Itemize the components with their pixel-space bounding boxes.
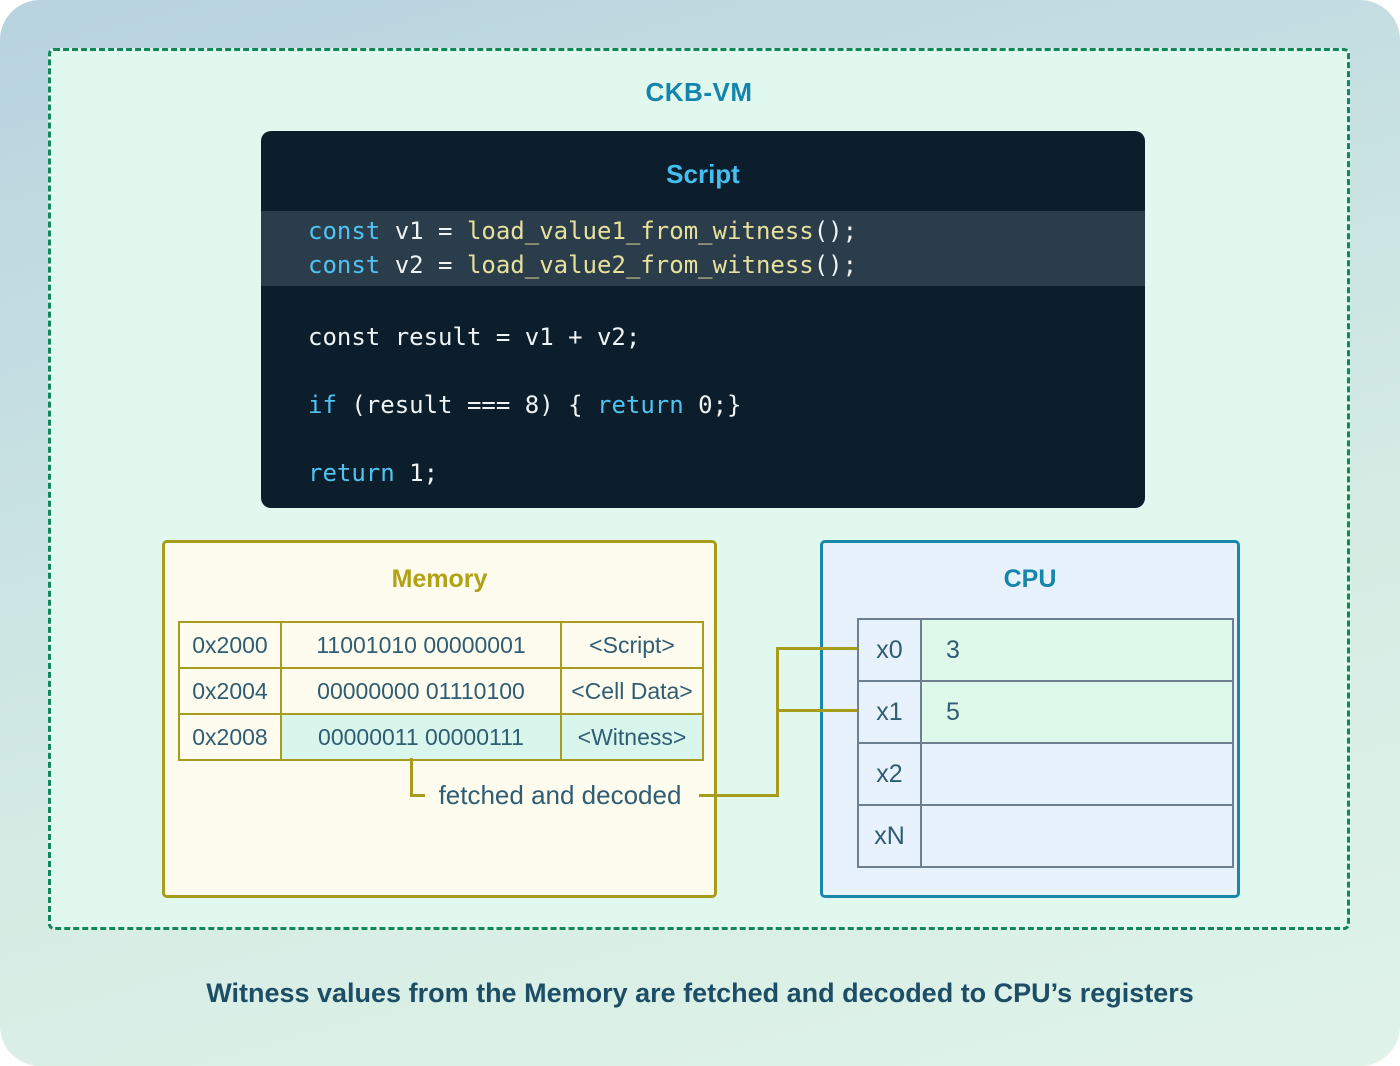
register-value: 5: [920, 680, 1234, 744]
memory-box: Memory 0x2000 11001010 00000001 <Script>…: [162, 540, 717, 898]
connector-stub-x0: [776, 647, 857, 650]
code-keyword: const: [308, 217, 381, 245]
register-value: 3: [920, 618, 1234, 682]
code-text: 1;: [394, 459, 439, 487]
memory-label: <Cell Data>: [560, 667, 704, 715]
code-line-2: const v2 = load_value2_from_witness();: [261, 248, 1145, 282]
code-highlight-band: const v1 = load_value1_from_witness(); c…: [261, 211, 1145, 286]
code-function: load_value2_from_witness: [466, 251, 814, 279]
connector-stub-x1: [776, 709, 857, 712]
code-text: 0;}: [683, 391, 742, 419]
code-text: v2 =: [380, 251, 467, 279]
code-line-blank: [261, 422, 1145, 456]
register-name: xN: [857, 804, 922, 868]
script-title: Script: [666, 159, 740, 189]
code-line-6: if (result === 8) { return 0;}: [261, 388, 1145, 422]
connector-label-left-stub: [410, 794, 425, 797]
script-code-block: Script const v1 = load_value1_from_witne…: [261, 131, 1145, 508]
register-row-x2: x2: [857, 742, 1234, 806]
code-text: ();: [813, 251, 858, 279]
register-name: x0: [857, 618, 922, 682]
script-code: const v1 = load_value1_from_witness(); c…: [261, 211, 1145, 490]
code-line-1: const v1 = load_value1_from_witness();: [261, 214, 1145, 248]
code-keyword: return: [597, 391, 684, 419]
code-keyword: const: [308, 251, 381, 279]
code-keyword: if: [308, 391, 337, 419]
memory-bits: 00000000 01110100: [280, 667, 562, 715]
cpu-box: CPU x0 3 x1 5 x2 xN: [820, 540, 1240, 898]
memory-address: 0x2004: [178, 667, 282, 715]
memory-address: 0x2000: [178, 621, 282, 669]
cpu-title: CPU: [1003, 565, 1057, 593]
code-function: load_value1_from_witness: [466, 217, 814, 245]
caption: Witness values from the Memory are fetch…: [206, 978, 1194, 1008]
register-name: x1: [857, 680, 922, 744]
memory-table: 0x2000 11001010 00000001 <Script> 0x2004…: [178, 621, 704, 761]
code-text: (result === 8) {: [336, 391, 597, 419]
fetched-decoded-label: fetched and decoded: [438, 780, 682, 810]
connector-witness-drop-line: [410, 758, 413, 797]
memory-label: <Script>: [560, 621, 704, 669]
register-row-xN: xN: [857, 804, 1234, 868]
memory-title: Memory: [391, 565, 488, 593]
memory-bits-witness: 00000011 00000111: [280, 713, 562, 761]
code-line-blank: [261, 286, 1145, 320]
cpu-register-table: x0 3 x1 5 x2 xN: [857, 618, 1234, 868]
register-value: [920, 742, 1234, 806]
register-row-x0: x0 3: [857, 618, 1234, 682]
connector-vertical-riser: [776, 647, 779, 797]
memory-row-0x2004: 0x2004 00000000 01110100 <Cell Data>: [178, 667, 704, 715]
code-line-8: return 1;: [261, 456, 1145, 490]
register-value: [920, 804, 1234, 868]
memory-row-0x2008: 0x2008 00000011 00000111 <Witness>: [178, 713, 704, 761]
connector-label-right-line: [699, 794, 779, 797]
memory-row-0x2000: 0x2000 11001010 00000001 <Script>: [178, 621, 704, 669]
memory-address: 0x2008: [178, 713, 282, 761]
memory-bits: 11001010 00000001: [280, 621, 562, 669]
code-line-blank: [261, 354, 1145, 388]
code-text: const result = v1 + v2;: [308, 323, 641, 351]
memory-label-witness: <Witness>: [560, 713, 704, 761]
code-text: v1 =: [380, 217, 467, 245]
register-row-x1: x1 5: [857, 680, 1234, 744]
ckb-vm-label: CKB-VM: [645, 77, 753, 107]
code-keyword: return: [308, 459, 395, 487]
register-name: x2: [857, 742, 922, 806]
code-text: ();: [813, 217, 858, 245]
code-line-4: const result = v1 + v2;: [261, 320, 1145, 354]
